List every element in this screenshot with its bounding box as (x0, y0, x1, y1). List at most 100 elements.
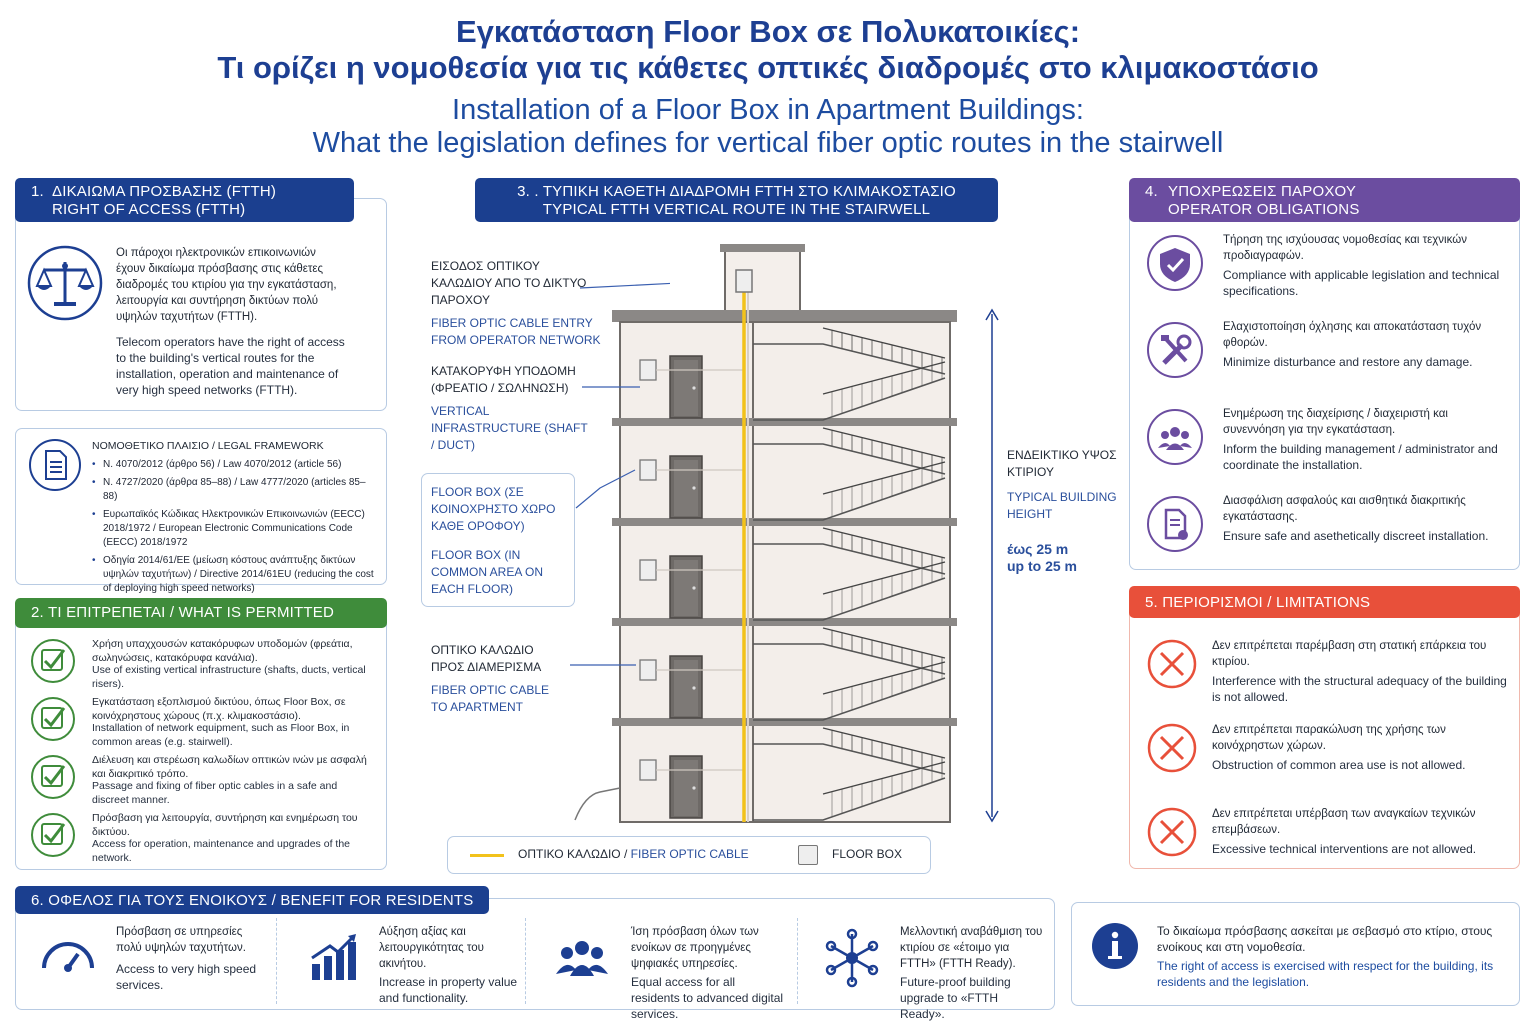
badge-title-greek: ΥΠΟΧΡΕΩΣΕΙΣ ΠΑΡΟΧΟΥ (1168, 183, 1357, 200)
operator-obligations-panel (1129, 198, 1520, 570)
fiber-cable-legend-swatch (470, 854, 504, 857)
checkbox-icon (31, 697, 75, 741)
entry-cable (574, 787, 621, 821)
floor-slab (612, 418, 957, 426)
network-icon (825, 928, 879, 988)
prohibited-icon (1147, 639, 1197, 689)
floor-box-label: FLOOR BOX (ΣΕ ΚΟΙΝΟΧΡΗΣΤΟ ΧΩΡΟ ΚΑΘΕ ΟΡΟΦ… (431, 484, 571, 598)
obligation-english: Compliance with applicable legislation a… (1223, 268, 1500, 298)
legal-framework-list: Ν. 4070/2012 (άρθρο 56) / Law 4070/2012 … (92, 458, 377, 600)
building-height-value-greek: έως 25 m (1007, 541, 1069, 557)
tools-icon (1147, 322, 1203, 378)
divider (276, 918, 277, 1004)
prohibited-icon (1147, 723, 1197, 773)
floor-box-callout (421, 473, 575, 607)
stairwell-route-title-greek: 3. . ΤΥΠΙΚΗ ΚΑΘΕΤΗ ΔΙΑΔΡΟΜΗ FTTH ΣΤΟ ΚΛΙ… (517, 183, 956, 200)
cable-entry-english: FIBER OPTIC CABLE ENTRY FROM OPERATOR NE… (431, 316, 601, 347)
cable-entry-greek: ΕΙΣΟΔΟΣ ΟΠΤΙΚΟΥ ΚΑΛΩΔΙΟΥ ΑΠΟ ΤΟ ΔΙΚΤΥΟ Π… (431, 259, 587, 307)
title-greek: Εγκατάσταση Floor Box σε Πολυκατοικίες: … (0, 14, 1536, 86)
limitation-english: Interference with the structural adequac… (1212, 674, 1507, 704)
checkbox-icon (31, 639, 75, 683)
building-height-value-english: up to 25 m (1007, 558, 1078, 574)
building-height-english: TYPICAL BUILDING HEIGHT (1007, 490, 1117, 521)
benefit-greek: Πρόσβαση σε υπηρεσίες πολύ υψηλών ταχυτή… (116, 926, 246, 954)
info-note-panel (1071, 902, 1520, 1006)
obligation-greek: Διασφάλιση ασφαλούς και αισθητικά διακρι… (1223, 495, 1466, 523)
stair-flight (753, 427, 946, 521)
limitation-english: Excessive technical interventions are no… (1212, 842, 1477, 856)
stairwell-route-badge: 3. . ΤΥΠΙΚΗ ΚΑΘΕΤΗ ΔΙΑΔΡΟΜΗ FTTH ΣΤΟ ΚΛΙ… (475, 178, 998, 222)
apartment-door (669, 355, 703, 419)
apartment-door (669, 455, 703, 519)
fiber-cable-legend: ΟΠΤΙΚΟ ΚΑΛΩΔΙΟ / FIBER OPTIC CABLE (518, 846, 778, 863)
legal-item: Οδηγία 2014/61/ΕΕ (μείωση κόστους ανάπτυ… (92, 554, 377, 596)
stair-flight (753, 727, 946, 821)
apartment-door (669, 655, 703, 719)
info-note-english: The right of access is exercised with re… (1157, 959, 1494, 989)
legal-framework-title: ΝΟΜΟΘΕΤΙΚΟ ΠΛΑΙΣΙΟ / LEGAL FRAMEWORK (92, 440, 324, 452)
title-english: Installation of a Floor Box in Apartment… (0, 94, 1536, 160)
permitted-item-english: Installation of network equipment, such … (92, 722, 350, 748)
prohibited-icon (1147, 807, 1197, 857)
permitted-panel (15, 600, 387, 870)
cable-entry-label: ΕΙΣΟΔΟΣ ΟΠΤΙΚΟΥ ΚΑΛΩΔΙΟΥ ΑΠΟ ΤΟ ΔΙΚΤΥΟ Π… (431, 258, 601, 349)
badge-title-english: RIGHT OF ACCESS (FTTH) (52, 201, 246, 218)
permitted-item-greek: Διέλευση και στερέωση καλωδίων οπτικών ι… (92, 754, 367, 780)
fiber-cable-legend-english: FIBER OPTIC CABLE (630, 847, 749, 861)
obligation-greek: Ελαχιστοποίηση όχλησης και αποκατάσταση … (1223, 321, 1482, 349)
building-height-label: ΕΝΔΕΙΚΤΙΚΟ ΥΨΟΣ ΚΤΙΡΙΟΥ TYPICAL BUILDING… (1007, 447, 1117, 575)
entry-floor-box (735, 269, 753, 293)
scales-of-justice-icon (27, 245, 103, 321)
vertical-infra-label: ΚΑΤΑΚΟΡΥΦΗ ΥΠΟΔΟΜΗ (ΦΡΕΑΤΙΟ / ΣΩΛΗΝΩΣΗ) … (431, 363, 591, 454)
growth-chart-icon (311, 934, 356, 980)
badge-title-greek: ΔΙΚΑΙΩΜΑ ΠΡΟΣΒΑΣΗΣ (FTTH) (52, 183, 277, 200)
permitted-item-english: Use of existing vertical infrastructure … (92, 664, 366, 690)
floor-slab (612, 618, 957, 626)
residents-icon (556, 941, 608, 976)
floor-slab (612, 518, 957, 526)
info-icon (1092, 923, 1138, 969)
operator-obligations-badge: 4.ΥΠΟΧΡΕΩΣΕΙΣ ΠΑΡΟΧΟΥ OPERATOR OBLIGATIO… (1129, 178, 1520, 222)
building-height-greek: ΕΝΔΕΙΚΤΙΚΟ ΥΨΟΣ ΚΤΙΡΙΟΥ (1007, 448, 1117, 479)
stair-flight (753, 527, 946, 621)
height-dimension-arrow (985, 308, 999, 823)
permitted-item-greek: Χρήση υπαχχουσών κατακόρυφων υποδομών (φ… (92, 638, 353, 664)
legal-item: Ευρωπαϊκός Κώδικας Ηλεκτρονικών Επικοινω… (92, 508, 377, 550)
divider (525, 918, 526, 1004)
title-greek-line1: Εγκατάσταση Floor Box σε Πολυκατοικίες: (455, 14, 1081, 49)
benefits-panel (15, 898, 1055, 1010)
benefit-english: Increase in property value and functiona… (379, 975, 518, 1005)
floor-box-legend: FLOOR BOX (832, 847, 903, 861)
obligation-english: Inform the building management / adminis… (1223, 442, 1498, 472)
obligation-greek: Ενημέρωση της διαχείρισης / διαχειριστή … (1223, 408, 1448, 436)
permitted-item-english: Access for operation, maintenance and up… (92, 838, 350, 864)
title-greek-line2: Τι ορίζει η νομοθεσία για τις κάθετες οπ… (217, 50, 1319, 85)
checkbox-icon (31, 813, 75, 857)
vertical-infra-greek: ΚΑΤΑΚΟΡΥΦΗ ΥΠΟΔΟΜΗ (ΦΡΕΑΤΙΟ / ΣΩΛΗΝΩΣΗ) (431, 364, 576, 395)
diagram-legend (447, 836, 931, 874)
limitation-greek: Δεν επιτρέπεται παρέμβαση στη στατική επ… (1212, 640, 1487, 668)
legal-item: Ν. 4070/2012 (άρθρο 56) / Law 4070/2012 … (92, 458, 377, 472)
limitations-badge: 5. ΠΕΡΙΟΡΙΣΜΟΙ / LIMITATIONS (1129, 586, 1520, 618)
benefits-badge: 6. ΟΦΕΛΟΣ ΓΙΑ ΤΟΥΣ ΕΝΟΙΚΟΥΣ / BENEFIT FO… (15, 886, 489, 914)
limitation-greek: Δεν επιτρέπεται υπέρβαση των αναγκαίων τ… (1212, 808, 1476, 836)
info-note-greek: Το δικαίωμα πρόσβασης ασκείται με σεβασμ… (1157, 924, 1493, 954)
limitation-english: Obstruction of common area use is not al… (1212, 758, 1466, 772)
checkbox-icon (31, 755, 75, 799)
floor-box (639, 659, 744, 681)
legal-item: Ν. 4727/2020 (άρθρα 85–88) / Law 4777/20… (92, 476, 377, 504)
stair-flight (753, 627, 946, 721)
floor-box-greek: FLOOR BOX (ΣΕ ΚΟΙΝΟΧΡΗΣΤΟ ΧΩΡΟ ΚΑΘΕ ΟΡΟΦ… (431, 485, 556, 533)
floor-box-english: FLOOR BOX (IN COMMON AREA ON EACH FLOOR) (431, 548, 544, 596)
benefit-greek: Μελλοντική αναβάθμιση του κτιρίου σε «έτ… (900, 926, 1043, 970)
floor-box (639, 559, 744, 581)
roof-slab (612, 310, 957, 322)
speedometer-icon (42, 942, 94, 972)
right-of-access-panel (15, 198, 387, 411)
floor-box (639, 459, 744, 481)
right-of-access-english-text: Telecom operators have the right of acce… (116, 335, 345, 397)
people-icon (1147, 409, 1203, 465)
obligation-english: Minimize disturbance and restore any dam… (1223, 355, 1473, 369)
shield-check-icon (1147, 235, 1203, 291)
floor-slab (612, 718, 957, 726)
